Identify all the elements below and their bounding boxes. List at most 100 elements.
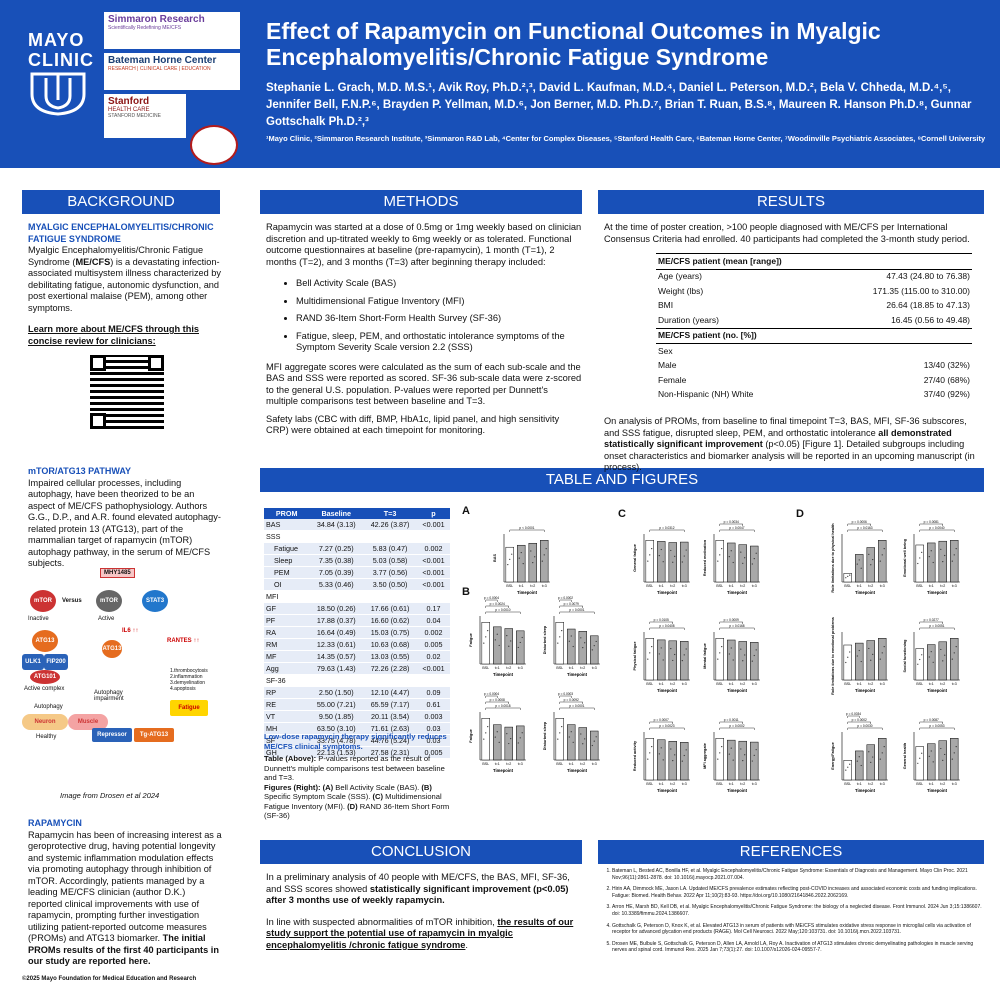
- data-point: [721, 548, 723, 550]
- data-point: [582, 743, 584, 745]
- x-axis-label: Timepoint: [567, 672, 588, 677]
- x-axis-label: Timepoint: [727, 788, 748, 793]
- data-point: [649, 752, 651, 754]
- bar: [657, 739, 666, 781]
- bar: [927, 743, 936, 781]
- data-point: [508, 742, 510, 745]
- tick-label: BSL: [646, 584, 653, 588]
- data-point: [662, 561, 664, 563]
- p-value-label: p = 0.0009: [724, 618, 739, 622]
- data-point: [879, 658, 881, 660]
- tick-label: t=2: [740, 782, 745, 786]
- data-point: [860, 567, 862, 569]
- tick-label: BSL: [916, 682, 923, 686]
- table-cell: <0.001: [417, 566, 450, 579]
- data-point: [496, 731, 498, 733]
- data-point: [728, 753, 730, 755]
- p-value-label: p = 0.0277: [924, 618, 939, 622]
- data-point: [674, 555, 676, 557]
- table-cell: 20.11 (3.54): [363, 710, 417, 723]
- significance-bracket: [719, 621, 743, 624]
- bar: [878, 540, 887, 583]
- data-point: [485, 636, 487, 638]
- tick-label: t=2: [580, 762, 585, 766]
- mtor-inactive-node: mTOR: [30, 590, 56, 612]
- significance-bracket: [919, 627, 955, 630]
- learn-more-link[interactable]: Learn more about ME/CFS through this con…: [28, 324, 199, 346]
- y-axis-label: BAS: [493, 554, 497, 562]
- data-point: [658, 753, 660, 755]
- table-cell: 33.75 (4.78): [309, 734, 364, 747]
- table-row: Weight (lbs)171.35 (115.00 to 310.00): [656, 284, 972, 299]
- data-point: [498, 741, 500, 743]
- bar: [715, 638, 724, 681]
- table-cell: Weight (lbs): [658, 285, 704, 296]
- significance-bracket: [559, 611, 595, 614]
- data-point: [681, 760, 683, 762]
- bar: [843, 573, 852, 583]
- data-point: [647, 658, 649, 660]
- significance-bracket: [649, 727, 685, 730]
- data-point: [591, 649, 593, 651]
- table-cell: 7.27 (0.25): [309, 542, 364, 555]
- table-cell: 0.005: [417, 638, 450, 651]
- data-point: [508, 645, 510, 647]
- tick-label: t=3: [880, 584, 885, 588]
- tick-label: t=2: [670, 584, 675, 588]
- significance-bracket: [919, 621, 943, 624]
- data-point: [593, 740, 595, 742]
- p-value-label: p = 0.0002: [852, 718, 867, 722]
- table-cell: 16.45 (0.56 to 49.48): [891, 314, 970, 325]
- significance-bracket: [485, 695, 498, 698]
- bar: [645, 738, 654, 781]
- significance-bracket: [919, 721, 943, 724]
- table-cell: 47.43 (24.80 to 76.38): [886, 271, 970, 281]
- x-axis-label: Timepoint: [567, 768, 588, 773]
- stat3-node: STAT3: [142, 590, 168, 612]
- p-value-label: p = 0.0079: [564, 602, 579, 606]
- data-point: [651, 746, 653, 748]
- data-point: [683, 555, 685, 557]
- p-value-label: p = 0.0087: [924, 718, 939, 722]
- bar: [950, 540, 959, 583]
- mecfs-subheader: MYALGIC ENCEPHALOMYELITIS/CHRONIC FATIGU…: [28, 222, 214, 244]
- data-point: [719, 752, 721, 754]
- table-cell: 0.003: [417, 710, 450, 723]
- tick-label: t=1: [929, 584, 934, 588]
- data-point: [728, 653, 730, 655]
- data-point: [921, 752, 923, 754]
- data-point: [487, 726, 489, 728]
- data-point: [670, 748, 672, 750]
- table-cell: [832, 344, 972, 359]
- methods-header: METHODS: [260, 190, 582, 214]
- tick-label: t=3: [682, 782, 687, 786]
- list-item: Bateman L, Bested AC, Bonilla HF, et al.…: [612, 868, 984, 881]
- data-point: [858, 559, 860, 561]
- tick-label: t=2: [740, 682, 745, 686]
- table-row: Sex: [656, 344, 972, 359]
- table-cell: 3.50 (0.50): [363, 578, 417, 591]
- y-axis-label: Disturbed sleep: [543, 625, 547, 654]
- data-point: [955, 746, 957, 748]
- data-point: [506, 635, 508, 637]
- table-cell: 0.09: [417, 686, 450, 699]
- conclusion-header: CONCLUSION: [260, 840, 582, 864]
- data-point: [591, 744, 593, 747]
- data-point: [670, 648, 672, 650]
- bar: [680, 641, 689, 681]
- tick-label: t=3: [682, 584, 687, 588]
- tick-label: t=2: [940, 682, 945, 686]
- qr-code-icon[interactable]: [90, 355, 164, 429]
- data-point: [942, 560, 944, 563]
- rapamycin-subheader: RAPAMYCIN: [28, 818, 82, 828]
- significance-bracket: [847, 529, 883, 532]
- data-point: [919, 557, 921, 559]
